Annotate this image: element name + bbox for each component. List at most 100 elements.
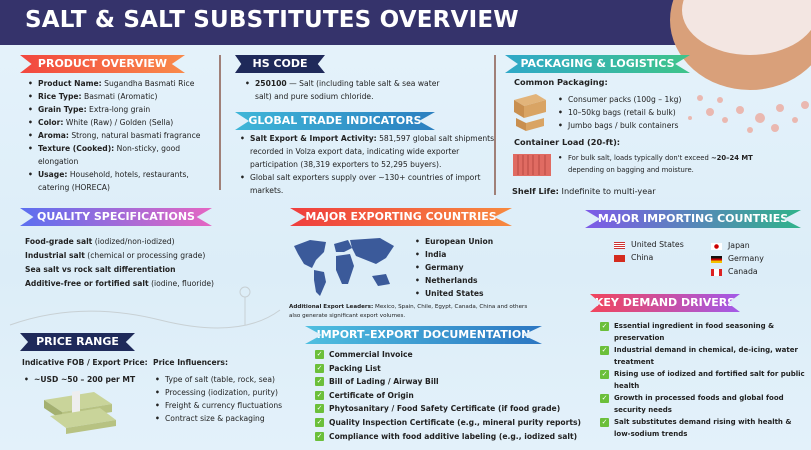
divider bbox=[219, 55, 221, 190]
container-load-list: For bulk salt, loads typically don't exc… bbox=[558, 152, 763, 176]
influencers-list: Type of salt (table, rock, sea) Processi… bbox=[155, 373, 300, 425]
list-item: European Union bbox=[415, 235, 515, 248]
list-item: ✓Salt substitutes demand rising with hea… bbox=[600, 418, 792, 438]
list-item: Global salt exporters supply over ~130+ … bbox=[240, 171, 495, 197]
check-icon: ✓ bbox=[315, 390, 324, 400]
list-item: Grain Type: Extra-long grain bbox=[28, 103, 213, 116]
importing-banner: MAJOR IMPORTING COUNTRIES bbox=[585, 210, 801, 228]
list-item: Additive-free or fortified salt (iodine,… bbox=[25, 279, 214, 288]
check-icon: ✓ bbox=[600, 370, 609, 379]
shipping-container-icon bbox=[513, 154, 551, 176]
list-item: Usage: Household, hotels, restaurants, c… bbox=[28, 168, 213, 194]
check-icon: ✓ bbox=[600, 346, 609, 355]
list-item: ✓Certificate of Origin bbox=[315, 390, 414, 400]
exporting-list: European Union India Germany Netherlands… bbox=[415, 235, 515, 300]
quality-banner: QUALITY SPECIFICATIONS bbox=[20, 208, 212, 226]
shelf-life: Shelf Life: Indefinite to multi-year bbox=[512, 186, 656, 196]
list-item: Industrial salt (chemical or processing … bbox=[25, 251, 206, 260]
list-item: Food-grade salt (iodized/non-iodized) bbox=[25, 237, 175, 246]
list-item: Germany bbox=[415, 261, 515, 274]
list-item: ~USD ~50 – 200 per MT bbox=[24, 373, 144, 386]
common-packaging-label: Common Packaging: bbox=[514, 77, 608, 87]
canada-flag-icon bbox=[711, 268, 722, 276]
price-range-banner: PRICE RANGE bbox=[20, 333, 135, 351]
list-item: United States bbox=[614, 238, 684, 251]
china-flag-icon bbox=[614, 254, 625, 262]
quality-list: Food-grade salt (iodized/non-iodized) In… bbox=[25, 235, 265, 291]
japan-flag-icon bbox=[711, 242, 722, 250]
list-item: Processing (iodization, purity) bbox=[155, 386, 300, 399]
check-icon: ✓ bbox=[315, 350, 324, 359]
divider bbox=[494, 55, 496, 195]
list-item: United States bbox=[415, 287, 515, 300]
list-item: ✓Phytosanitary / Food Safety Certificate… bbox=[315, 404, 561, 414]
list-item: Rice Type: Basmati (Aromatic) bbox=[28, 90, 213, 103]
list-item: ✓Rising use of iodized and fortified sal… bbox=[600, 370, 805, 390]
list-item: Jumbo bags / bulk containers bbox=[558, 119, 708, 132]
list-item: Type of salt (table, rock, sea) bbox=[155, 373, 300, 386]
demand-list: ✓Essential ingredient in food seasoning … bbox=[600, 320, 805, 440]
product-overview-list: Product Name: Sugandha Basmati Rice Rice… bbox=[28, 77, 213, 194]
list-item: ✓Bill of Lading / Airway Bill bbox=[315, 377, 439, 387]
list-item: ✓Compliance with food additive labeling … bbox=[315, 431, 578, 441]
list-item: 10–50kg bags (retail & bulk) bbox=[558, 106, 708, 119]
list-item: Consumer packs (100g – 1kg) bbox=[558, 93, 708, 106]
list-item: Canada bbox=[711, 265, 764, 278]
list-item: ✓Quality Inspection Certificate (e.g., m… bbox=[315, 417, 582, 427]
list-item: Texture (Cooked): Non-sticky, good elong… bbox=[28, 142, 213, 168]
check-icon: ✓ bbox=[315, 363, 324, 373]
list-item: ✓Growth in processed foods and global fo… bbox=[600, 394, 784, 414]
list-item: China bbox=[614, 251, 684, 264]
check-icon: ✓ bbox=[315, 404, 324, 414]
importing-col1: United States China bbox=[614, 238, 684, 264]
germany-flag-icon bbox=[711, 255, 722, 263]
demand-banner: KEY DEMAND DRIVERS bbox=[590, 294, 740, 312]
list-item: Aroma: Strong, natural basmati fragrance bbox=[28, 129, 213, 142]
importing-col2: Japan Germany Canada bbox=[711, 239, 764, 278]
documentation-list: ✓Commercial Invoice ✓Packing List ✓Bill … bbox=[315, 348, 585, 443]
us-flag-icon bbox=[614, 241, 625, 249]
list-item: Color: White (Raw) / Golden (Sella) bbox=[28, 116, 213, 129]
global-trade-list: Salt Export & Import Activity: 581,597 g… bbox=[240, 132, 495, 197]
fob-list: ~USD ~50 – 200 per MT bbox=[24, 373, 144, 386]
cardboard-box-icon bbox=[514, 94, 546, 131]
influencers-label: Price Influencers: bbox=[153, 358, 228, 367]
list-item: 250100 — Salt (including table salt & se… bbox=[245, 77, 455, 103]
list-item: Freight & currency fluctuations bbox=[155, 399, 300, 412]
check-icon: ✓ bbox=[315, 431, 324, 441]
product-overview-banner: PRODUCT OVERVIEW bbox=[20, 55, 185, 73]
global-trade-banner: GLOBAL TRADE INDICATORS bbox=[235, 112, 435, 130]
list-item: Netherlands bbox=[415, 274, 515, 287]
check-icon: ✓ bbox=[600, 418, 609, 427]
check-icon: ✓ bbox=[315, 377, 324, 387]
salt-bowl-image bbox=[670, 0, 811, 133]
farmer-sketch-image bbox=[9, 286, 281, 329]
hs-code-banner: HS CODE bbox=[235, 55, 325, 73]
packaging-banner: PACKAGING & LOGISTICS bbox=[505, 55, 690, 73]
title-bar bbox=[0, 0, 700, 45]
world-map-icon bbox=[294, 238, 394, 296]
page-title: SALT & SALT SUBSTITUTES OVERVIEW bbox=[25, 7, 519, 33]
list-item: For bulk salt, loads typically don't exc… bbox=[558, 152, 763, 176]
list-item: Salt Export & Import Activity: 581,597 g… bbox=[240, 132, 495, 171]
list-item: Germany bbox=[711, 252, 764, 265]
list-item: ✓Industrial demand in chemical, de-icing… bbox=[600, 346, 798, 366]
list-item: ✓Commercial Invoice bbox=[315, 350, 413, 359]
list-item: Contract size & packaging bbox=[155, 412, 300, 425]
list-item: India bbox=[415, 248, 515, 261]
list-item: Product Name: Sugandha Basmati Rice bbox=[28, 77, 213, 90]
documentation-banner: IMPORT–EXPORT DOCUMENTATION bbox=[305, 326, 542, 344]
check-icon: ✓ bbox=[600, 322, 609, 331]
list-item: ✓Packing List bbox=[315, 363, 381, 373]
check-icon: ✓ bbox=[315, 417, 324, 427]
container-load-label: Container Load (20-ft): bbox=[514, 137, 621, 147]
hs-code-list: 250100 — Salt (including table salt & se… bbox=[245, 77, 455, 103]
check-icon: ✓ bbox=[600, 394, 609, 403]
list-item: Sea salt vs rock salt differentiation bbox=[25, 265, 176, 274]
exporting-banner: MAJOR EXPORTING COUNTRIES bbox=[290, 208, 512, 226]
list-item: ✓Essential ingredient in food seasoning … bbox=[600, 322, 775, 342]
packaging-list: Consumer packs (100g – 1kg) 10–50kg bags… bbox=[558, 93, 708, 132]
additional-exporters-note: Additional Export Leaders: Mexico, Spain… bbox=[289, 304, 528, 319]
fob-label: Indicative FOB / Export Price: bbox=[22, 358, 148, 367]
list-item: Japan bbox=[711, 239, 764, 252]
